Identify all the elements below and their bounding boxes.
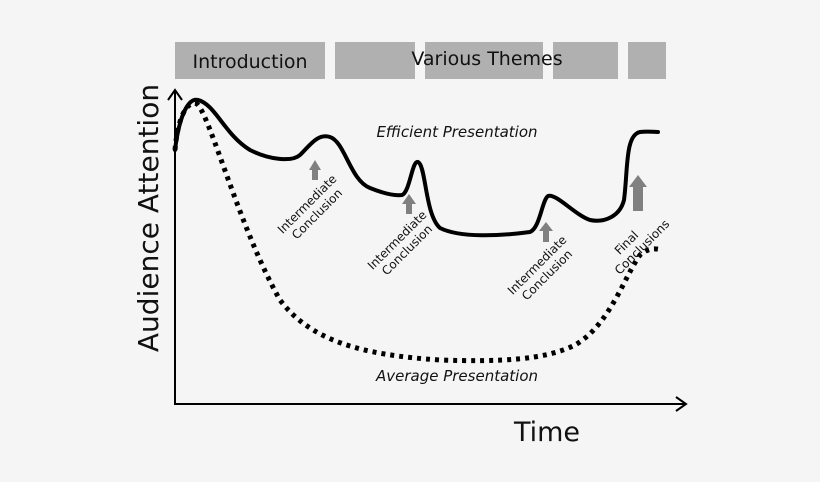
marker-label-1: Intermediate Conclusion (275, 172, 345, 242)
average-presentation-label: Average Presentation (375, 367, 538, 385)
marker-label-3: Intermediate Conclusion (505, 233, 575, 303)
up-arrow-icon (629, 175, 647, 211)
efficient-presentation-curve (173, 97, 660, 238)
section-box-theme-2 (425, 42, 543, 79)
section-box-theme-3 (553, 42, 618, 79)
average-presentation-curve (172, 100, 663, 364)
x-axis-label: Time (513, 417, 580, 448)
efficient-presentation-label: Efficient Presentation (376, 123, 537, 141)
section-box-introduction (175, 42, 325, 79)
up-arrow-icon (309, 160, 321, 180)
up-arrow-icon (539, 222, 553, 242)
x-axis (174, 396, 688, 412)
marker-label-2: Intermediate Conclusion (365, 208, 435, 278)
section-box-theme-1 (335, 42, 415, 79)
section-label-themes: Various Themes (411, 48, 562, 70)
section-label-introduction: Introduction (192, 51, 307, 73)
y-axis-label: Audience Attention (132, 84, 165, 352)
section-box-final (628, 42, 666, 79)
up-arrow-icon (402, 194, 416, 214)
